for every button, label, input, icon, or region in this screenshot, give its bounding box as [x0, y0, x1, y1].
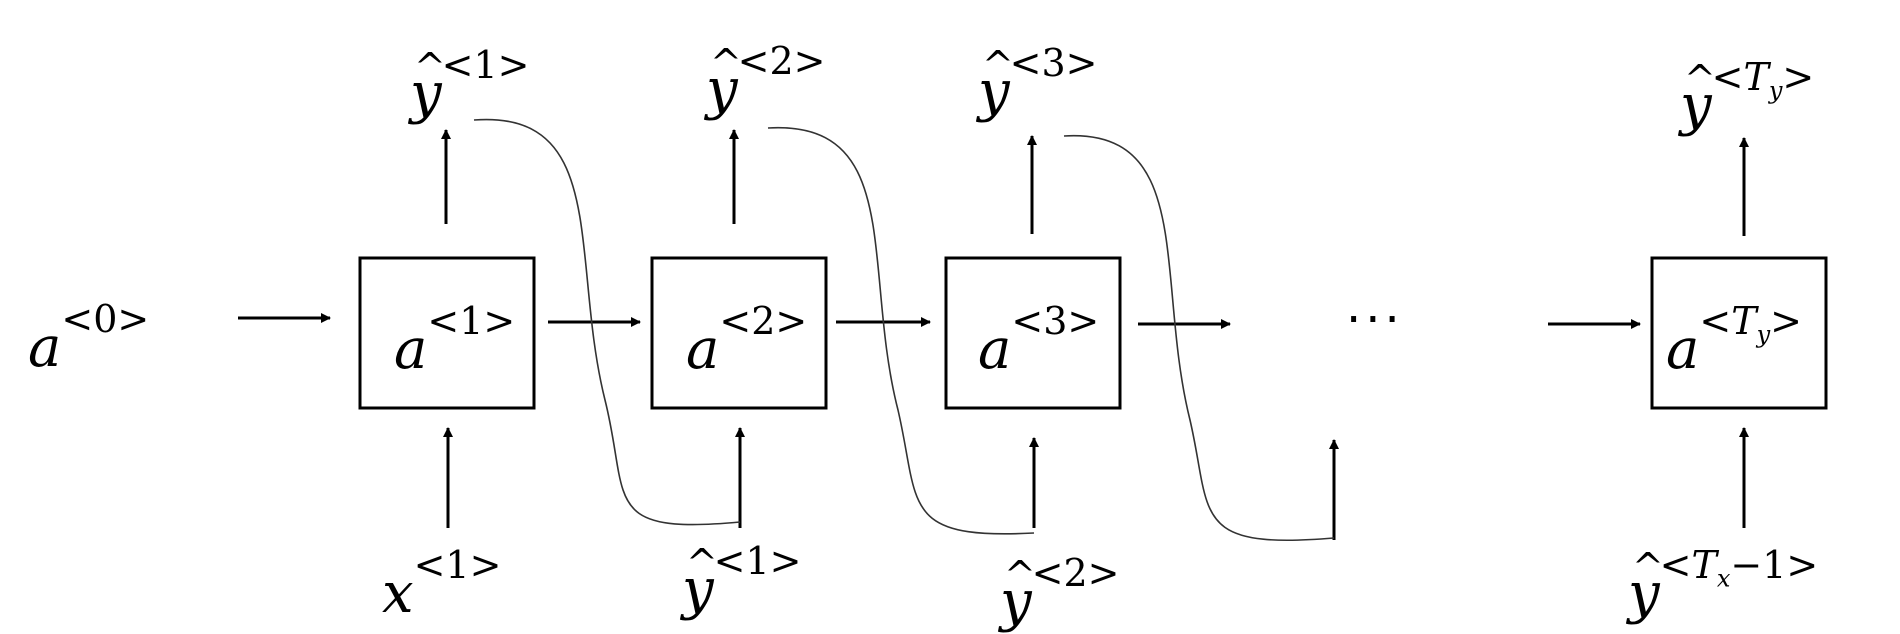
label-output1: y<1>	[410, 46, 530, 122]
feedback-curve-1	[473, 118, 741, 526]
rnn-cell-3-box	[944, 256, 1122, 410]
label-input1: x<1>	[382, 543, 502, 627]
feedback-curve-3	[1063, 135, 1335, 542]
rnn-cell-1-box	[358, 256, 536, 410]
ellipsis: ···	[1346, 292, 1404, 348]
label-inputty: y<Tx−1>	[1628, 546, 1818, 622]
label-input3: y<2>	[1000, 554, 1120, 630]
label-a0: a<0>	[28, 297, 150, 381]
label-cell1: a<1>	[394, 299, 516, 383]
label-output2: y<2>	[706, 42, 826, 118]
label-input2: y<1>	[682, 542, 802, 618]
label-output3: y<3>	[978, 44, 1098, 120]
label-cell2: a<2>	[686, 299, 808, 383]
feedback-curve-2	[767, 127, 1035, 535]
rnn-cell-ty-box	[1650, 256, 1828, 410]
label-outputty: y<Ty>	[1680, 58, 1814, 134]
label-cellty: a<Ty>	[1666, 299, 1802, 383]
rnn-cell-2-box	[650, 256, 828, 410]
label-cell3: a<3>	[978, 299, 1100, 383]
